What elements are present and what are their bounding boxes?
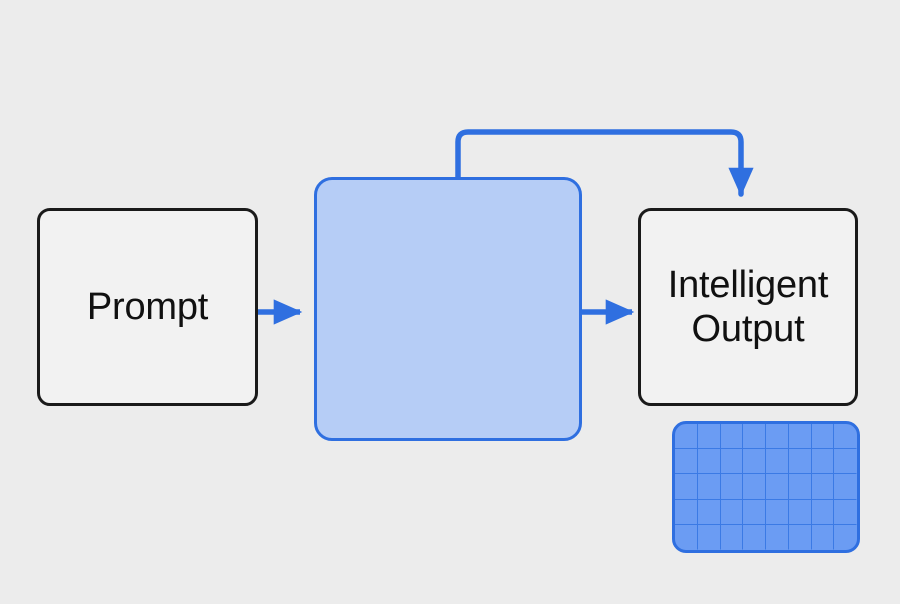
node-prompt[interactable]: Prompt — [37, 208, 258, 406]
chip-grid-cell — [811, 499, 835, 525]
chip-grid-cell — [788, 424, 812, 450]
node-intelligent-output[interactable]: Intelligent Output — [638, 208, 858, 406]
chip-grid-cell — [675, 449, 698, 475]
chip-grid-cell — [720, 474, 744, 500]
chip-grid-cell — [788, 449, 812, 475]
chip-grid-cell — [812, 524, 835, 550]
chip-grid-cell — [811, 449, 835, 475]
chip-grid-cell — [675, 524, 698, 550]
chip-grid-cell — [720, 499, 744, 525]
chip-grid-cell — [743, 499, 766, 525]
chip-grid-cell — [675, 499, 698, 525]
chip-grid-cell — [697, 499, 721, 525]
node-model-chip[interactable] — [314, 177, 860, 553]
chip-grid-cell — [675, 424, 698, 450]
node-intelligent-output-label: Intelligent Output — [667, 264, 829, 350]
connector-model-feedback-to-output — [455, 129, 754, 197]
chip-grid-cell — [743, 524, 766, 550]
chip-grid-cell — [811, 474, 835, 500]
chip-grid-cell — [811, 424, 835, 450]
chip-grid-cell — [720, 424, 744, 450]
chip-grid-cell — [721, 524, 744, 550]
chip-grid-cell — [766, 424, 789, 450]
node-prompt-label: Prompt — [86, 286, 209, 328]
chip-grid-cell — [697, 474, 721, 500]
chip-grid-cell — [675, 474, 698, 500]
chip-grid-cell — [834, 474, 857, 500]
chip-grid-cell — [788, 499, 812, 525]
chip-grid-cell — [743, 424, 766, 450]
chip-grid-cell — [743, 474, 766, 500]
chip-grid-cell — [766, 524, 789, 550]
chip-grid-cell — [766, 474, 789, 500]
chip-grid-cell — [834, 424, 857, 450]
chip-grid-cell — [697, 424, 721, 450]
chip-grid-icon — [672, 421, 860, 553]
chip-grid-cell — [698, 524, 721, 550]
chip-grid-cell — [834, 449, 857, 475]
chip-grid-cell — [834, 500, 857, 525]
chip-grid-cell — [834, 525, 857, 550]
chip-grid-cell — [766, 499, 789, 525]
chip-grid-cell — [766, 449, 789, 475]
chip-grid-cell — [743, 449, 766, 475]
chip-grid-cell — [697, 449, 721, 475]
chip-grid-cell — [789, 524, 812, 550]
chip-grid-cell — [788, 474, 812, 500]
chip-grid-cell — [720, 449, 744, 475]
